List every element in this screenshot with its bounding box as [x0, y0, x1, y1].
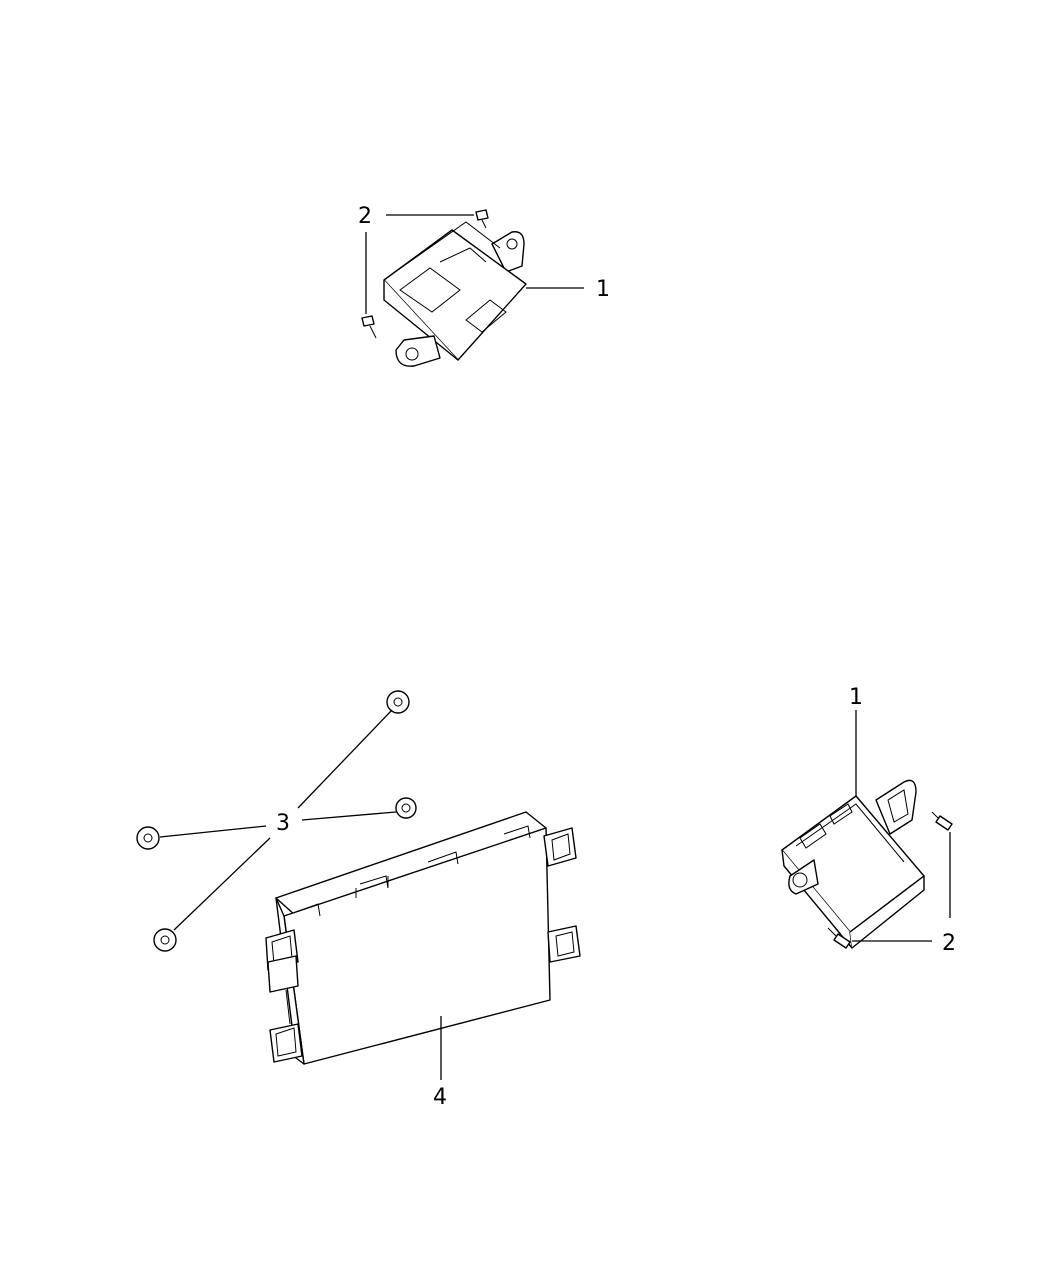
right-module-part-1 [781, 779, 925, 949]
callout-nut: 3 [276, 811, 290, 836]
top-screw-lower [361, 315, 377, 339]
leader-nut-left [159, 825, 267, 838]
top-screw-upper [475, 209, 489, 229]
lower-left-assembly: 3 4 [136, 690, 581, 1110]
nut-right [395, 797, 417, 819]
callout-top-module: 1 [596, 277, 610, 302]
right-screw-lower [827, 927, 851, 949]
callout-main-module: 4 [433, 1085, 447, 1110]
main-module-part-4 [265, 811, 581, 1065]
callout-top-screw: 2 [358, 204, 372, 229]
top-assembly: 2 1 [358, 204, 610, 367]
leader-nut-bottom [173, 837, 271, 931]
callout-right-screw: 2 [942, 931, 956, 956]
callout-right-module: 1 [849, 685, 863, 710]
leader-nut-top [297, 709, 393, 809]
right-assembly: 1 2 [781, 685, 956, 956]
right-screw-upper [931, 811, 953, 831]
nut-bottom [153, 928, 177, 952]
leader-nut-right [301, 811, 397, 821]
nut-top [386, 690, 410, 714]
top-module-part-1 [383, 221, 527, 367]
nut-left [136, 826, 160, 850]
